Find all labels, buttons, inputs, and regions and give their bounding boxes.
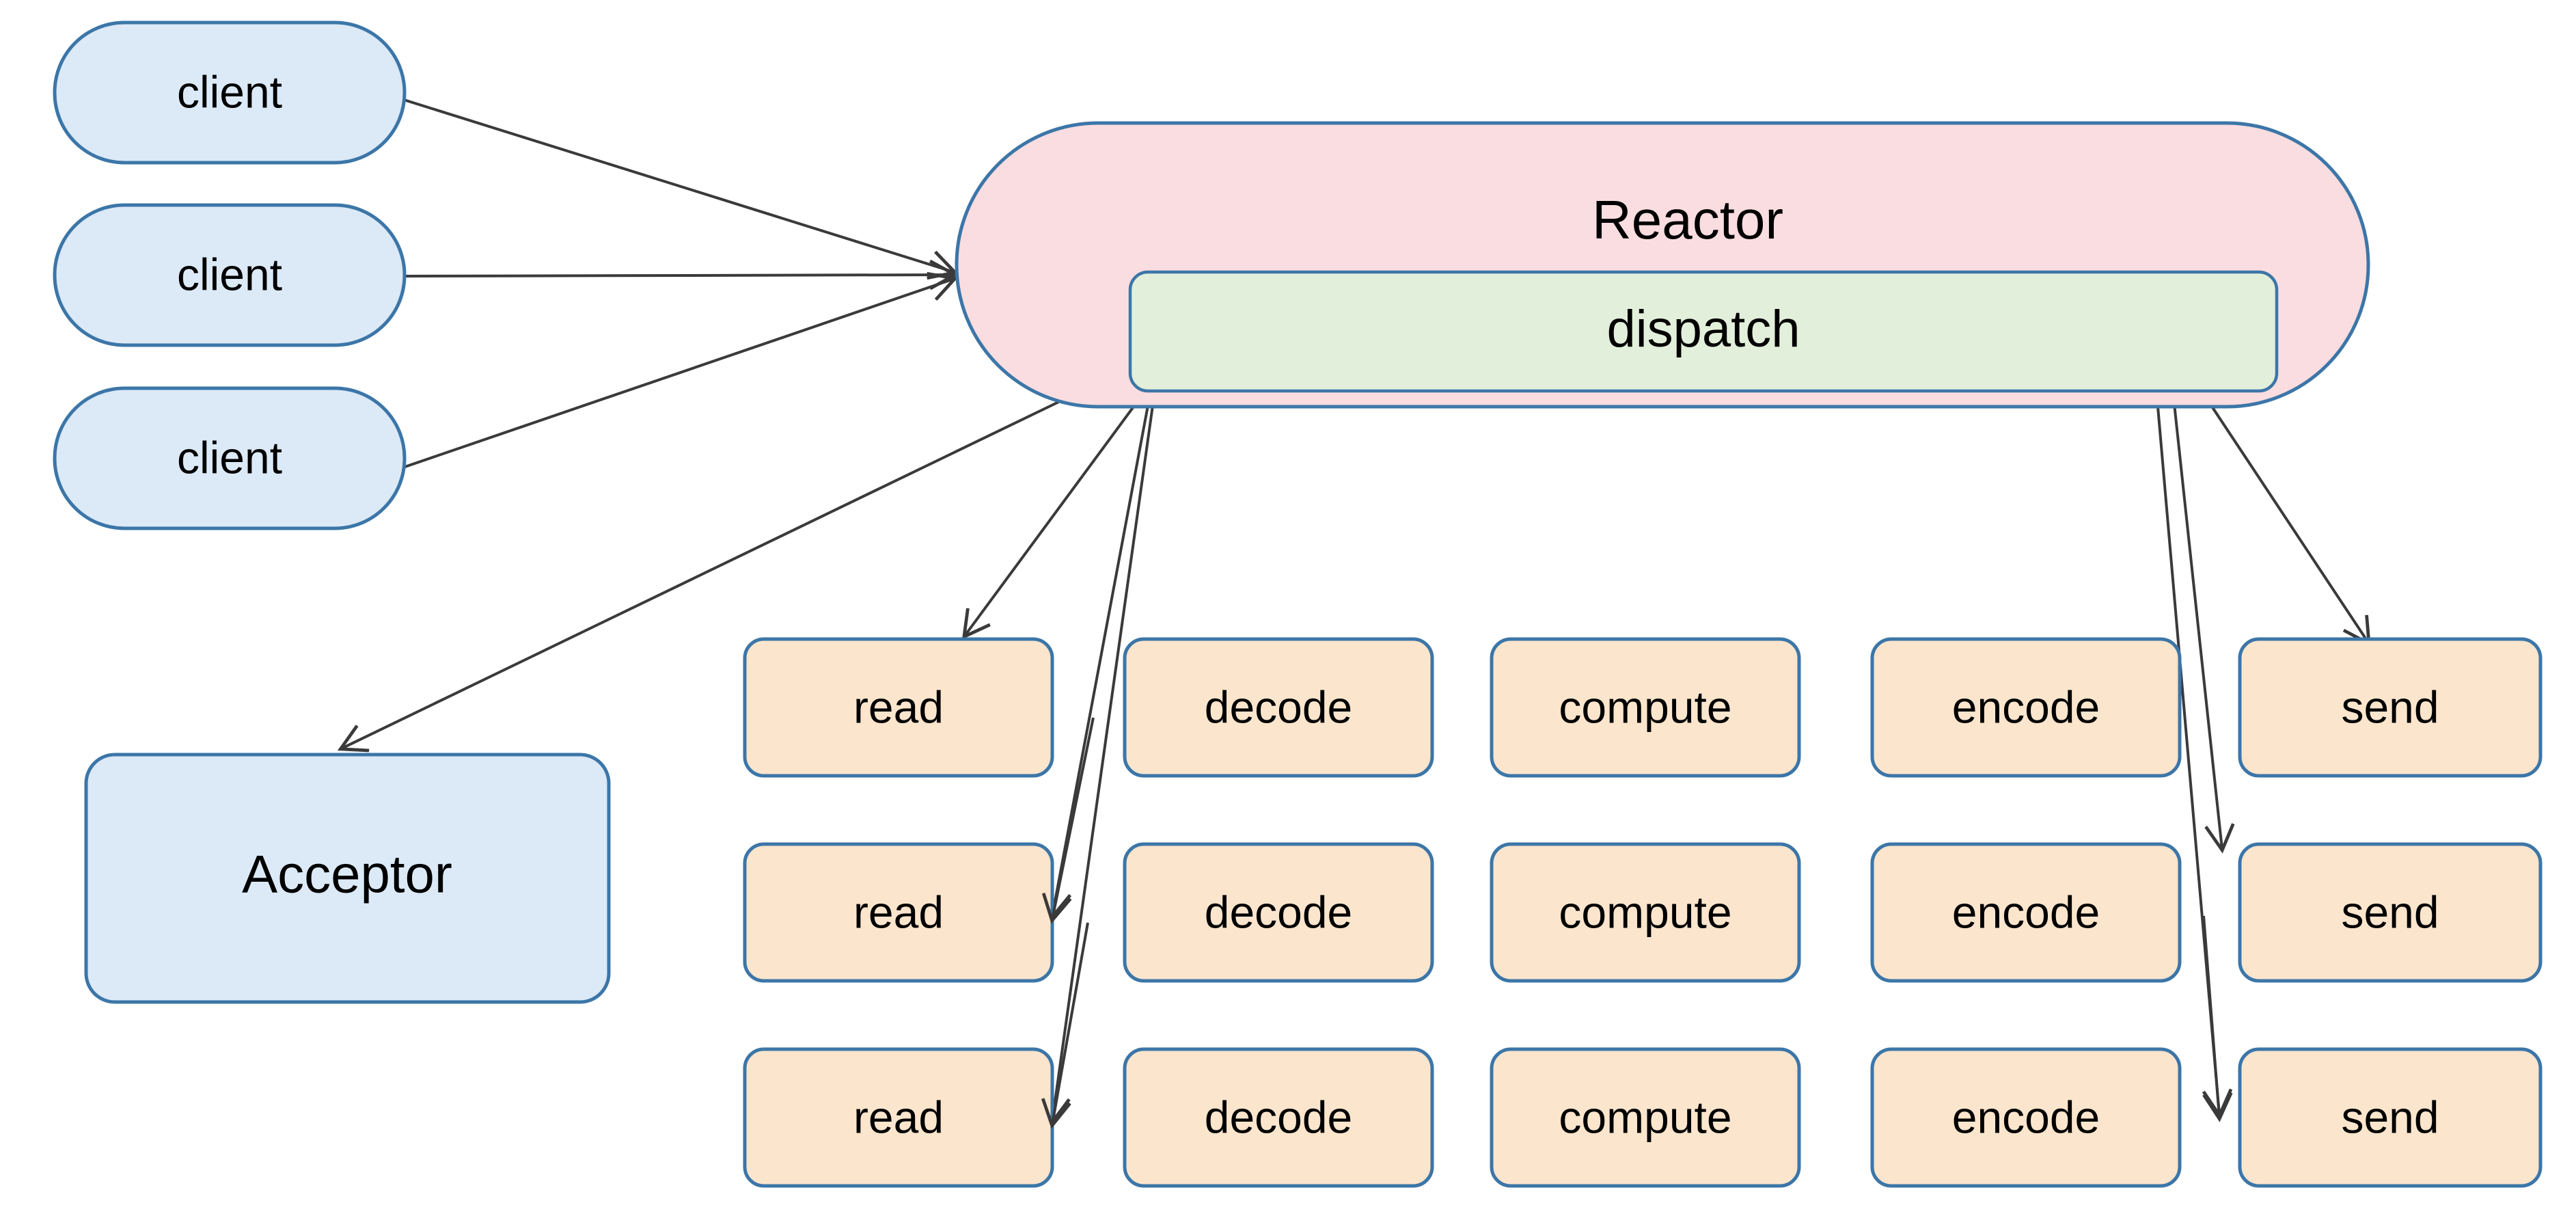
client-label-2: client	[177, 249, 282, 299]
reactor-node[interactable]: Reactor dispatch	[955, 121, 2370, 409]
client-node-2[interactable]: client	[53, 203, 407, 347]
worker-cell-read-2[interactable]: read	[743, 842, 1054, 983]
worker-box[interactable]	[2238, 842, 2543, 983]
worker-row: read decode compute encode send	[743, 1047, 2543, 1188]
worker-box[interactable]	[1490, 842, 1801, 983]
client-box-1[interactable]	[53, 21, 407, 165]
worker-cell-decode-2[interactable]: decode	[1123, 842, 1434, 983]
edge-dispatch-to-send-2	[2171, 390, 2222, 849]
reactor-label: Reactor	[1592, 189, 1783, 250]
worker-box[interactable]	[1870, 1047, 2182, 1188]
dispatch-node[interactable]: dispatch	[1128, 270, 2279, 393]
worker-cell-compute-3[interactable]: compute	[1490, 1047, 1801, 1188]
worker-label: send	[2341, 681, 2439, 732]
edge-dispatch-to-read-3	[1052, 390, 1156, 1121]
worker-cell-encode-2[interactable]: encode	[1870, 842, 2182, 983]
worker-box[interactable]	[1123, 637, 1434, 778]
worker-cell-send-1[interactable]: send	[2238, 637, 2543, 778]
edge-overlay-layer	[1052, 717, 2219, 1124]
worker-box[interactable]	[1870, 637, 2182, 778]
worker-cell-send-3[interactable]: send	[2238, 1047, 2543, 1188]
worker-cell-compute-2[interactable]: compute	[1490, 842, 1801, 983]
acceptor-node[interactable]: Acceptor	[84, 753, 611, 1004]
client-node-1[interactable]: client	[53, 21, 407, 165]
worker-label: decode	[1205, 887, 1353, 937]
worker-cell-encode-3[interactable]: encode	[1870, 1047, 2182, 1188]
edge-dispatch-to-send-3-head	[2202, 915, 2219, 1118]
worker-label: encode	[1952, 887, 2100, 937]
worker-box[interactable]	[743, 637, 1054, 778]
client-label-3: client	[177, 432, 282, 483]
client-box-2[interactable]	[53, 203, 407, 347]
worker-box[interactable]	[1123, 842, 1434, 983]
edge-dispatch-to-read-2	[1052, 390, 1152, 916]
client-node-3[interactable]: client	[53, 386, 407, 530]
worker-label: read	[853, 681, 944, 732]
edge-dispatch-to-send-1	[2200, 390, 2368, 642]
dispatch-label: dispatch	[1606, 300, 1800, 358]
edge-client1-to-reactor	[390, 94, 954, 272]
acceptor-box[interactable]	[84, 753, 611, 1004]
client-box-3[interactable]	[53, 386, 407, 530]
worker-cell-decode-3[interactable]: decode	[1123, 1047, 1434, 1188]
edge-dispatch-to-read-1	[965, 390, 1147, 636]
edge-client3-to-reactor	[390, 279, 954, 473]
worker-box[interactable]	[2238, 1047, 2543, 1188]
worker-row: read decode compute encode send	[743, 842, 2543, 983]
worker-box[interactable]	[1490, 637, 1801, 778]
worker-label: compute	[1559, 681, 1731, 732]
worker-cell-send-2[interactable]: send	[2238, 842, 2543, 983]
worker-box[interactable]	[2238, 637, 2543, 778]
edge-reactor-to-acceptor	[342, 395, 1071, 748]
worker-label: compute	[1559, 1092, 1731, 1142]
edge-dispatch-to-read-2-head	[1052, 717, 1095, 919]
worker-label: decode	[1205, 1092, 1353, 1142]
edge-client2-to-reactor	[404, 275, 954, 276]
worker-label: encode	[1952, 1092, 2100, 1142]
worker-box[interactable]	[1123, 1047, 1434, 1188]
worker-cell-encode-1[interactable]: encode	[1870, 637, 2182, 778]
worker-label: encode	[1952, 681, 2100, 732]
worker-label: send	[2341, 887, 2439, 937]
worker-label: read	[853, 887, 944, 937]
edge-dispatch-to-read-3-head	[1052, 922, 1089, 1124]
worker-box[interactable]	[1490, 1047, 1801, 1188]
worker-label: read	[853, 1092, 944, 1142]
worker-cell-read-1[interactable]: read	[743, 637, 1054, 778]
worker-cell-compute-1[interactable]: compute	[1490, 637, 1801, 778]
worker-cell-decode-1[interactable]: decode	[1123, 637, 1434, 778]
dispatch-box[interactable]	[1128, 270, 2279, 393]
worker-row: read decode compute encode send	[743, 637, 2543, 778]
acceptor-label: Acceptor	[242, 844, 452, 904]
client-label-1: client	[177, 66, 282, 117]
worker-label: decode	[1205, 681, 1353, 732]
worker-label: send	[2341, 1092, 2439, 1142]
worker-box[interactable]	[1870, 842, 2182, 983]
worker-label: compute	[1559, 887, 1731, 937]
worker-cell-read-3[interactable]: read	[743, 1047, 1054, 1188]
